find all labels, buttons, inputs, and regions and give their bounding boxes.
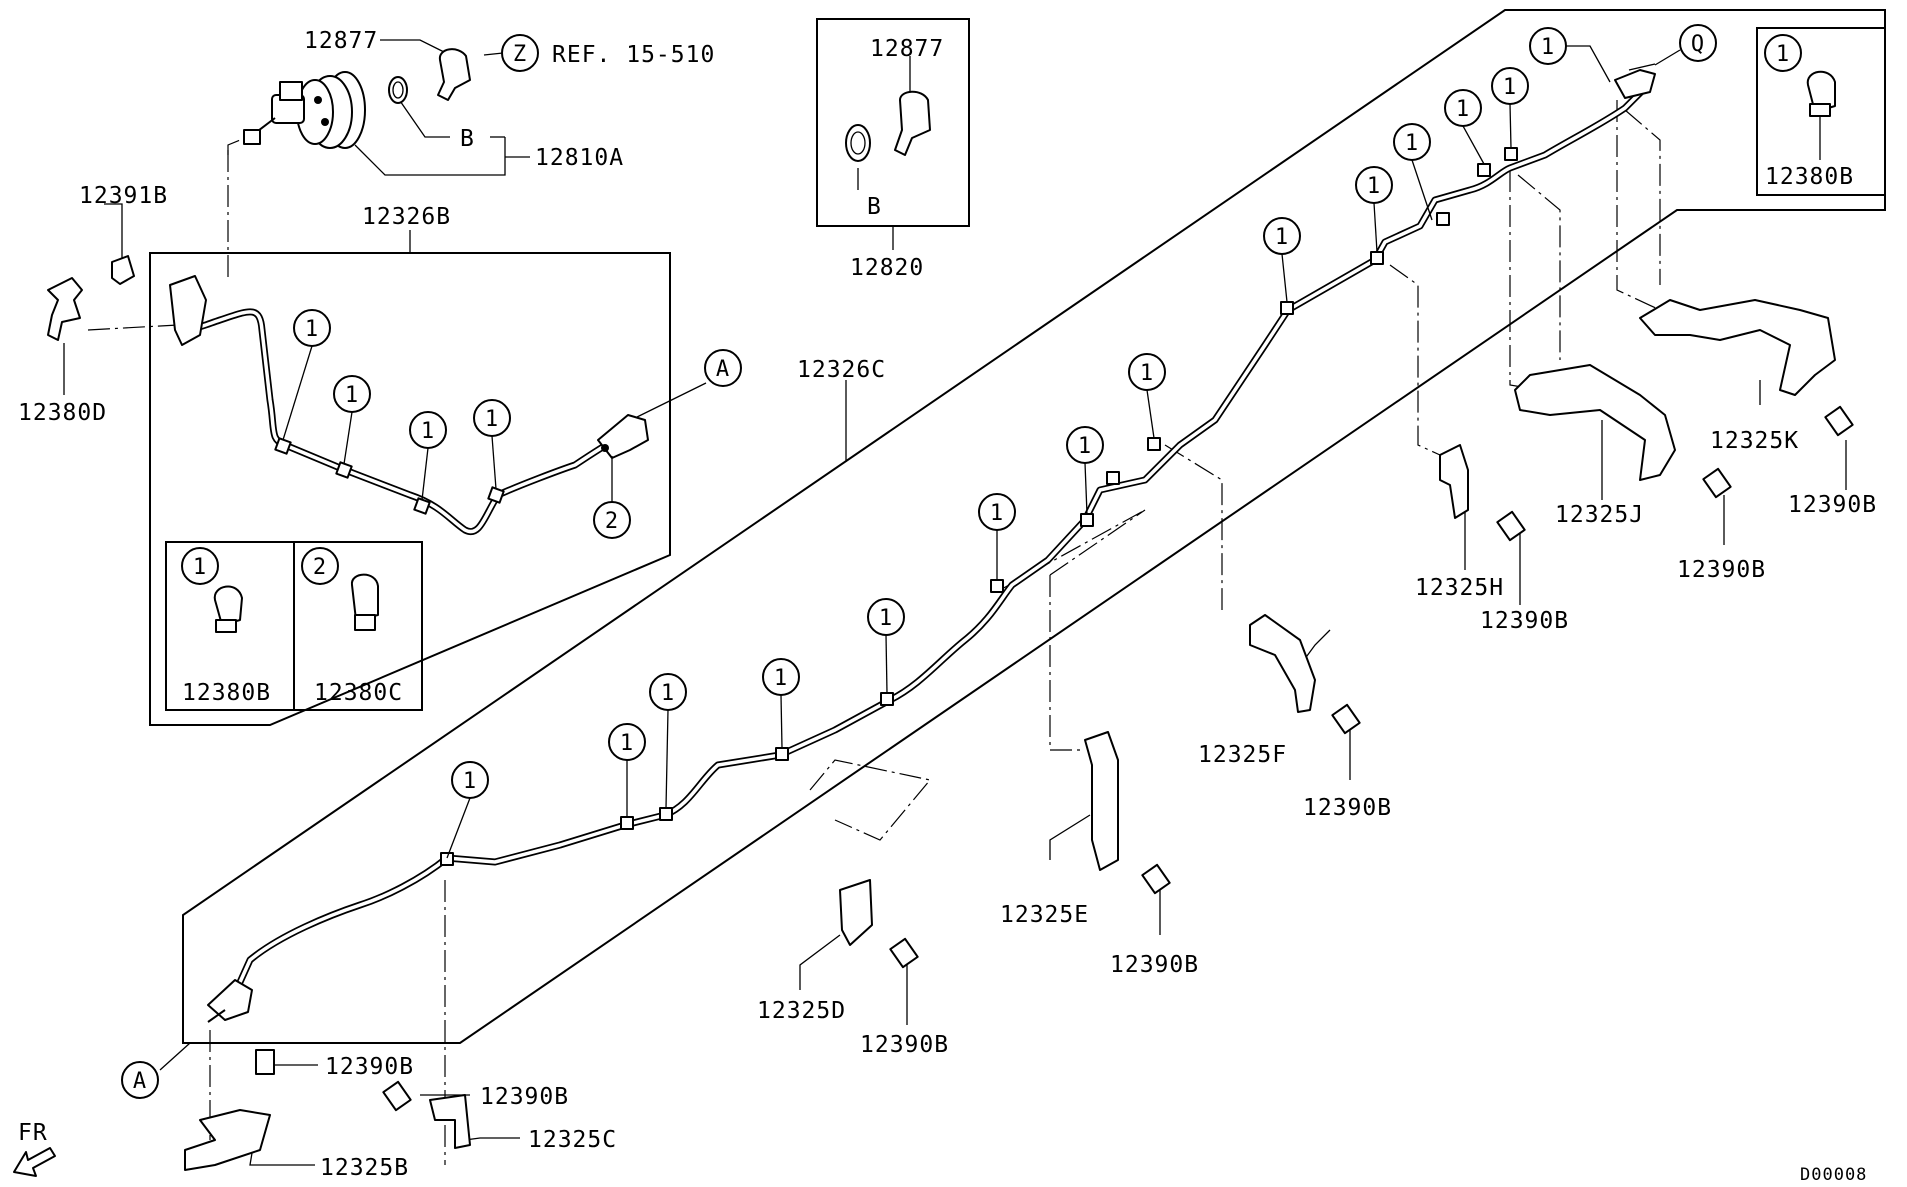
grommet-12391b: [111, 255, 135, 285]
label-12380c-inset: 12380C: [314, 680, 403, 706]
frame-12326c: [182, 9, 1886, 1044]
callout-2-inset: [301, 547, 339, 585]
callout-a-upper: [704, 349, 742, 387]
ring-b-top: [388, 76, 408, 104]
label-12380d: 12380D: [18, 400, 107, 426]
label-12810a: 12810A: [535, 145, 624, 171]
callout-1-text: 1: [879, 606, 893, 631]
callout-1-text: 1: [1405, 131, 1419, 156]
frame-12326b: [149, 252, 671, 726]
callout-1-text: 1: [1456, 97, 1470, 122]
callout-2: [593, 501, 631, 539]
leader-lines: [63, 39, 1847, 1166]
bracket-12325j: [1514, 364, 1676, 481]
callout-1-text: 1: [485, 407, 499, 432]
label-12877-box: 12877: [870, 36, 944, 62]
bracket-12325e: [1084, 731, 1119, 871]
label-12390b-k: 12390B: [1788, 492, 1877, 518]
callout-1-text: 1: [774, 666, 788, 691]
label-12390b-b: 12390B: [325, 1054, 414, 1080]
parts: [47, 48, 1854, 1171]
callout-1-text: 1: [1503, 75, 1517, 100]
inset-box-2: [293, 541, 423, 711]
callout-a-lower-text: A: [133, 1069, 147, 1094]
callout-1-text: 1: [990, 501, 1004, 526]
front-indicator: FR: [13, 1120, 56, 1177]
callout-1-text: 1: [421, 419, 435, 444]
label-12820: 12820: [850, 255, 924, 281]
callout-1-text: 1: [463, 769, 477, 794]
pipe-clips: [274, 147, 1518, 866]
label-12390b-f: 12390B: [1303, 795, 1392, 821]
callout-1-text: 1: [193, 555, 207, 580]
callout-1-text: 1: [305, 317, 319, 342]
clip-12380b-inset: [213, 585, 243, 626]
bracket-12325f: [1249, 614, 1316, 713]
label-12390b-d: 12390B: [860, 1032, 949, 1058]
callout-1-text: 1: [661, 681, 675, 706]
label-12325h: 12325H: [1415, 575, 1504, 601]
label-12877-top: 12877: [304, 28, 378, 54]
callout-1-text: 1: [1275, 225, 1289, 250]
label-b-box: B: [867, 194, 882, 220]
clip-12380d: [47, 277, 83, 341]
bolts-12390b: [255, 405, 1854, 1112]
label-12390b-c: 12390B: [480, 1084, 569, 1110]
callout-one: 1 1 1 1 1 1 1 1 1 1 1 1 1 1 1: [181, 27, 1802, 859]
clip-12380c-inset: [350, 573, 379, 621]
label-12326c: 12326C: [797, 357, 886, 383]
bracket-12325d: [839, 879, 873, 946]
bracket-12325b: [184, 1109, 271, 1171]
label-b-top: B: [460, 126, 475, 152]
clip-12877-top: [437, 48, 471, 101]
label-12391b: 12391B: [79, 183, 168, 209]
label-12325e: 12325E: [1000, 902, 1089, 928]
callout-a-upper-text: A: [716, 357, 730, 382]
label-12325j: 12325J: [1555, 502, 1644, 528]
part-labels: 12877 REF. 15-510 B 12810A 12391B 12326B…: [18, 28, 1877, 1181]
label-12325c: 12325C: [528, 1127, 617, 1153]
bracket-12325h: [1439, 444, 1469, 519]
callout-1-text: 1: [345, 383, 359, 408]
callout-1-text: 1: [1367, 174, 1381, 199]
label-12380b-inset: 12380B: [182, 680, 271, 706]
bracket-12325k: [1639, 299, 1836, 396]
label-12390b-j: 12390B: [1677, 557, 1766, 583]
label-ref-15-510: REF. 15-510: [552, 42, 715, 68]
label-12380b-topright: 12380B: [1765, 164, 1854, 190]
callout-z-text: Z: [513, 42, 527, 67]
callout-a-lower: [121, 1061, 159, 1099]
diagram-code: D00008: [1800, 1165, 1867, 1185]
callout-2-text: 2: [605, 509, 619, 534]
label-12325f: 12325F: [1198, 742, 1287, 768]
label-12326b: 12326B: [362, 204, 451, 230]
fuel-pump-12810a: [243, 71, 366, 149]
label-12390b-e: 12390B: [1110, 952, 1199, 978]
label-12325d: 12325D: [757, 998, 846, 1024]
callout-z: [501, 34, 539, 72]
callout-1-text: 1: [1078, 434, 1092, 459]
callout-1-text: 1: [620, 731, 634, 756]
pipes: [177, 84, 1649, 1004]
callout-q: [1679, 24, 1717, 62]
callout-1-text: 1: [1541, 35, 1555, 60]
callout-2-text: 2: [313, 555, 327, 580]
fr-arrow-icon: [13, 1147, 56, 1177]
label-12325b: 12325B: [320, 1155, 409, 1181]
bracket-12325c: [429, 1094, 471, 1149]
callout-q-text: Q: [1691, 32, 1705, 57]
fr-label: FR: [18, 1120, 48, 1146]
label-12390b-h: 12390B: [1480, 608, 1569, 634]
callout-1-text: 1: [1140, 361, 1154, 386]
callout-1-text: 1: [1776, 42, 1790, 67]
frames: [149, 9, 1886, 1044]
label-12325k: 12325K: [1710, 428, 1799, 454]
callout-circles: 1 1 1 1 1 1 1 1 1 1 1 1 1 1 1: [121, 24, 1802, 1099]
